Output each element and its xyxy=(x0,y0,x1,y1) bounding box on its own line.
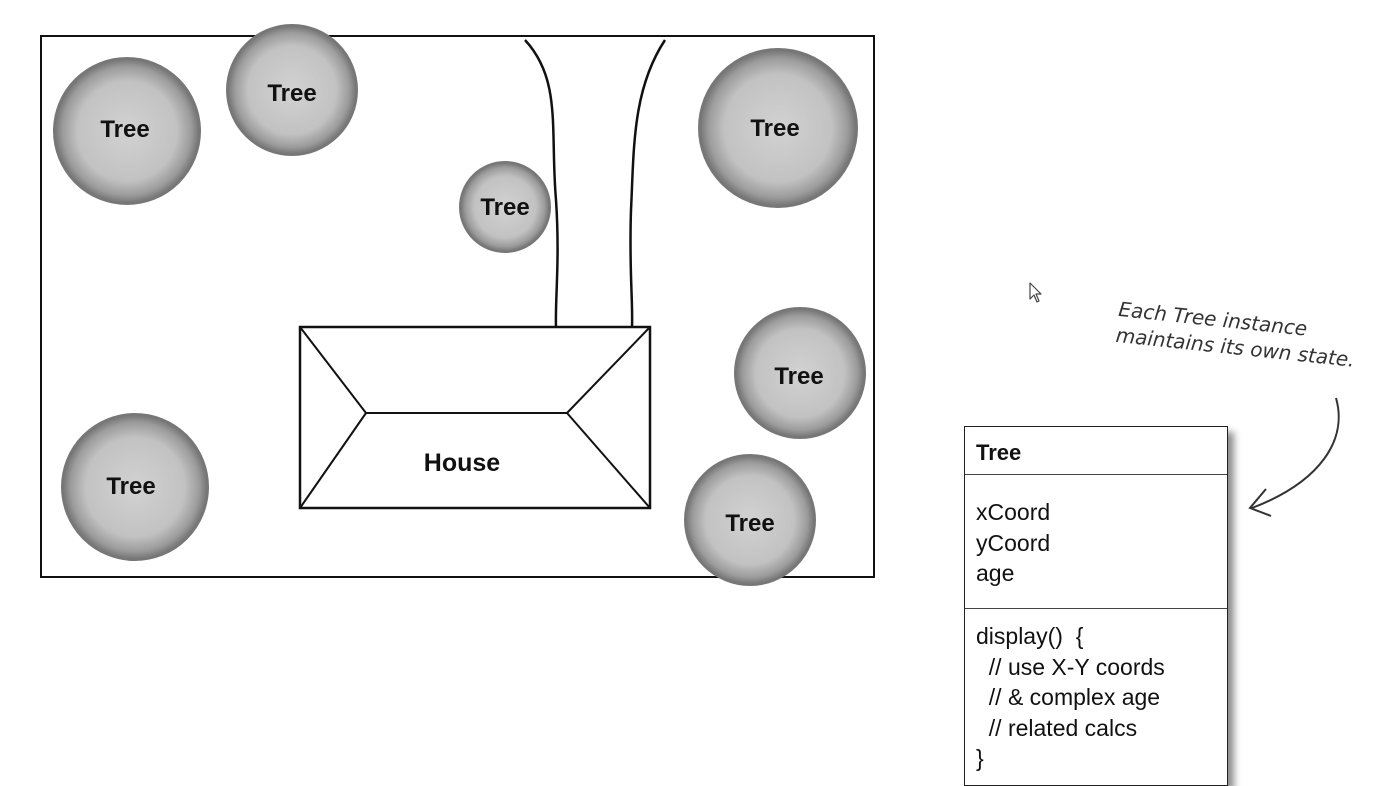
uml-method-line: // & complex age xyxy=(976,684,1161,710)
tree-label: Tree xyxy=(267,80,316,107)
tree-1: Tree xyxy=(53,57,201,205)
tree-7: Tree xyxy=(684,454,816,586)
uml-method-line: } xyxy=(976,745,984,771)
tree-3: Tree xyxy=(459,161,551,253)
uml-attribute: age xyxy=(976,560,1015,586)
uml-method-line: // use X-Y coords xyxy=(976,653,1165,680)
uml-attribute: xCoord xyxy=(976,499,1051,525)
tree-label: Tree xyxy=(480,194,529,221)
mouse-cursor-icon xyxy=(1029,282,1042,303)
tree-4: Tree xyxy=(698,48,858,208)
tree-label: Tree xyxy=(106,473,155,500)
uml-attribute: yCoord xyxy=(976,529,1051,556)
house: House xyxy=(298,325,652,510)
uml-attributes: xCoord yCoord age xyxy=(965,475,1227,609)
path-right-edge xyxy=(629,39,667,328)
house-label: House xyxy=(424,449,501,477)
uml-methods: display() { // use X-Y coords // & compl… xyxy=(965,609,1227,774)
tree-label: Tree xyxy=(725,510,774,537)
uml-method-line: display() { xyxy=(976,623,1084,649)
path-left-edge xyxy=(524,39,559,328)
annotation-arrow xyxy=(1248,397,1340,517)
tree-5: Tree xyxy=(734,307,866,439)
tree-6: Tree xyxy=(61,413,209,561)
uml-class-name: Tree xyxy=(965,427,1227,475)
tree-2: Tree xyxy=(226,24,358,156)
uml-method-line: // related calcs xyxy=(976,714,1138,741)
tree-label: Tree xyxy=(100,116,149,143)
yard-boundary xyxy=(40,35,875,578)
yard-scene: House Tree Tree Tree Tree Tree Tree Tree xyxy=(53,24,1340,586)
uml-class-box: Tree xCoord yCoord age display() { // us… xyxy=(964,426,1228,786)
tree-label: Tree xyxy=(750,115,799,142)
tree-label: Tree xyxy=(774,363,823,390)
